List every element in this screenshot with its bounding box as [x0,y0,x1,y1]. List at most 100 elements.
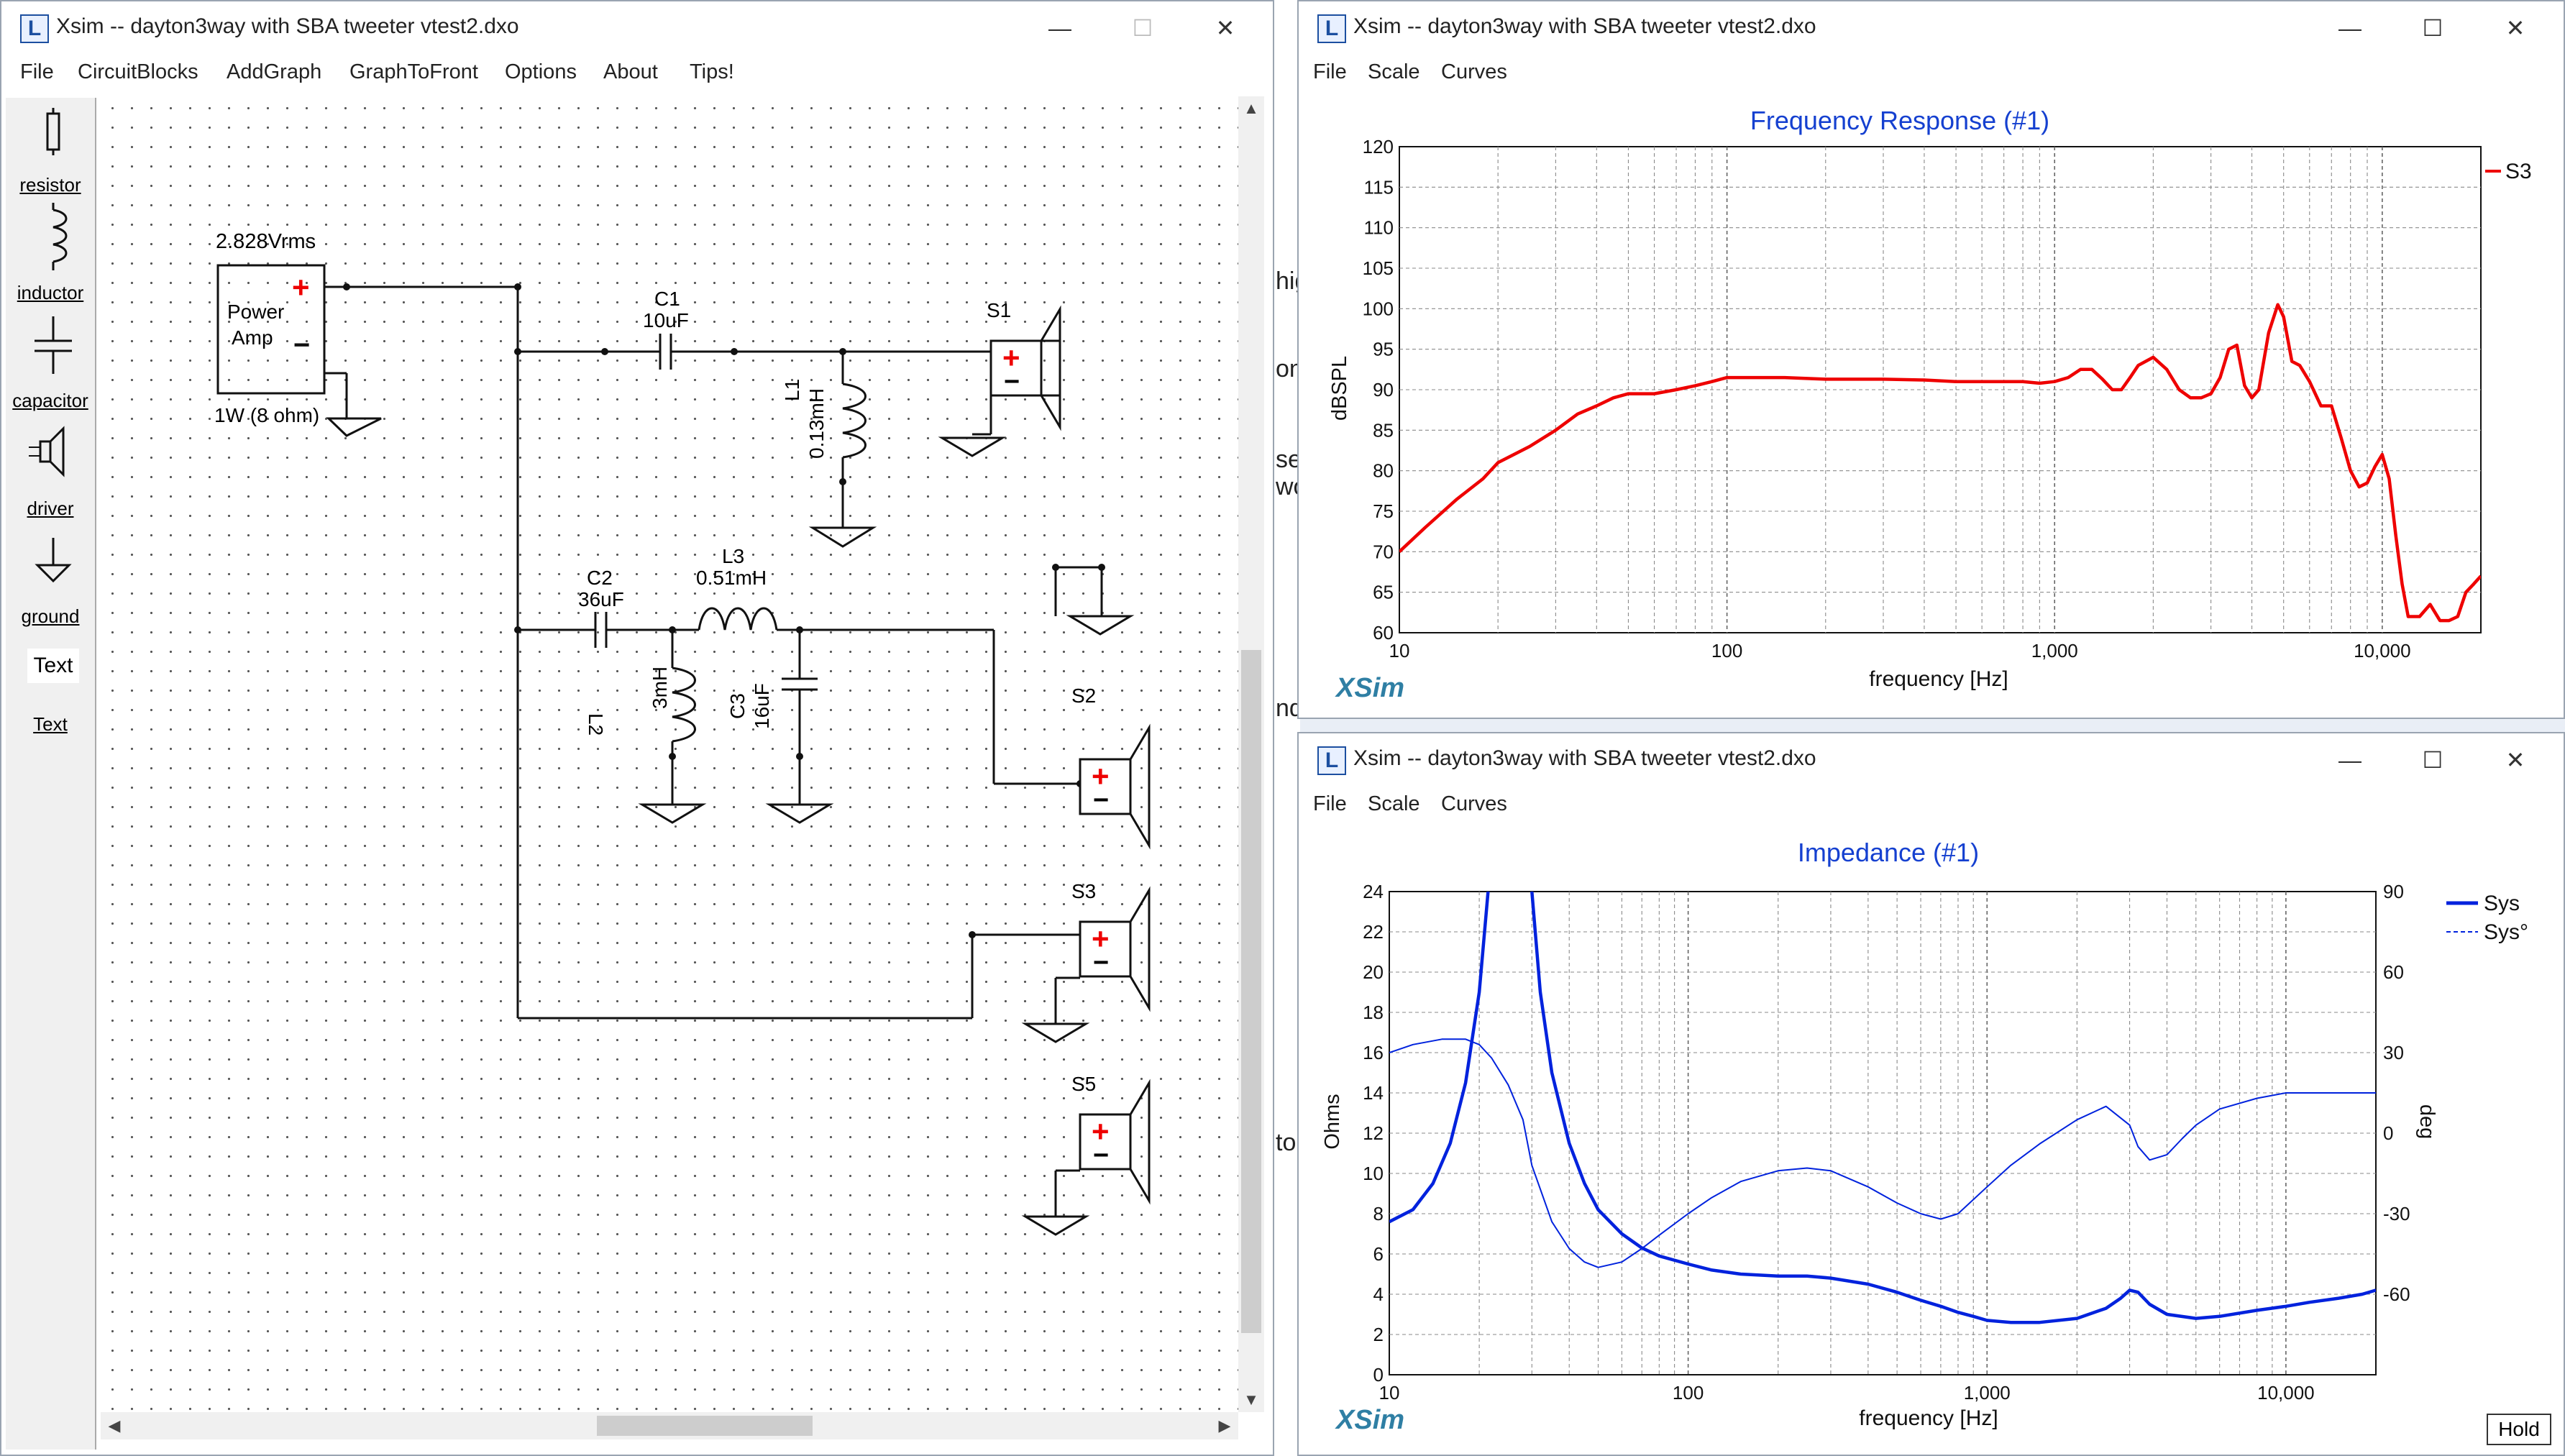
window-title: Xsim -- dayton3way with SBA tweeter vtes… [56,14,519,38]
imp-x-axis-label: frequency [Hz] [1859,1406,1998,1430]
fr-x-tick-label: 10 [1389,640,1410,661]
menu-graphtofront[interactable]: GraphToFront [349,60,478,83]
fr-legend: S3 [2485,160,2532,183]
amp-plus-sign: + [292,270,310,304]
imp-series-line-sys [1389,892,2376,1324]
fr-maximize-button[interactable]: ☐ [2422,15,2443,41]
imp-y-tick-label: 20 [1363,961,1384,983]
s1-plus-sign: + [1002,341,1020,375]
l3-value-label: 0.51mH [696,567,767,589]
imp-menu-curves[interactable]: Curves [1441,792,1507,815]
menu-tips[interactable]: Tips! [690,60,734,83]
menu-options[interactable]: Options [505,60,577,83]
amp-voltage-label: 2.828Vrms [216,230,316,253]
fr-y-tick-label: 75 [1373,500,1394,522]
scroll-down-arrow[interactable]: ▼ [1243,1391,1259,1409]
menu-circuitblocks[interactable]: CircuitBlocks [78,60,198,83]
imp-window-title: Xsim -- dayton3way with SBA tweeter vtes… [1353,746,1816,770]
behind-text-1: hig [1276,267,1300,295]
amp-label-amp: Amp [232,326,273,349]
schematic-canvas[interactable]: 2.828Vrms Power Amp + − 1W (8 ohm) C1 10… [101,96,1238,1412]
imp-titlebar[interactable]: L Xsim -- dayton3way with SBA tweeter vt… [1299,733,2564,787]
palette-label-text[interactable]: Text [33,713,68,735]
imp-y-tick-label: 6 [1373,1243,1384,1265]
ground-icon[interactable] [35,538,72,583]
fr-minimize-button[interactable]: — [2338,15,2361,41]
imp-maximize-button[interactable]: ☐ [2422,747,2443,773]
scroll-right-arrow[interactable]: ▶ [1218,1416,1231,1434]
main-window: L Xsim -- dayton3way with SBA tweeter vt… [0,0,1274,1456]
driver-s5 [1079,1079,1151,1205]
imp-y2-tick-label: 60 [2383,961,2404,983]
driver-icon[interactable] [29,426,65,477]
l1-name-label: L1 [781,378,803,401]
maximize-button[interactable]: ☐ [1132,15,1153,41]
fr-app-icon[interactable]: L [1317,14,1346,43]
driver-s3 [1079,886,1151,1012]
power-amp-box [216,264,326,395]
l2-value-label: 3mH [649,666,671,709]
fr-close-button[interactable]: ✕ [2505,15,2525,41]
horizontal-scroll-thumb[interactable] [597,1416,813,1436]
inductor-icon[interactable] [52,203,68,270]
capacitor-icon[interactable] [35,316,72,374]
text-icon[interactable]: Text [27,649,79,683]
fr-y-tick-label: 85 [1373,419,1394,441]
imp-menu-file[interactable]: File [1313,792,1347,815]
palette-label-capacitor[interactable]: capacitor [12,390,88,411]
hold-button[interactable]: Hold [2487,1414,2551,1445]
behind-text-5: nd [1276,695,1300,722]
menu-about[interactable]: About [603,60,658,83]
palette-label-ground[interactable]: ground [21,605,80,627]
fr-y-axis-label: dBSPL [1328,356,1351,421]
palette-label-resistor[interactable]: resistor [19,174,81,196]
imp-y2-tick-label: -30 [2383,1203,2410,1224]
scroll-left-arrow[interactable]: ◀ [108,1416,121,1434]
vertical-scrollbar[interactable]: ▲ ▼ [1238,96,1264,1412]
behind-text-3: se [1276,446,1300,473]
fr-menu-scale[interactable]: Scale [1368,60,1420,83]
imp-y-tick-label: 0 [1373,1364,1384,1386]
palette-label-driver[interactable]: driver [27,498,74,519]
imp-y-tick-label: 18 [1363,1002,1384,1023]
imp-menu-scale[interactable]: Scale [1368,792,1420,815]
imp-close-button[interactable]: ✕ [2505,747,2525,773]
resistor-icon[interactable] [46,108,60,155]
fr-titlebar[interactable]: L Xsim -- dayton3way with SBA tweeter vt… [1299,1,2564,55]
imp-app-icon[interactable]: L [1317,746,1346,775]
menu-addgraph[interactable]: AddGraph [227,60,322,83]
menu-file[interactable]: File [20,60,54,83]
imp-menubar: File Scale Curves [1299,788,2564,825]
imp-chart: Impedance (#1) Ohms deg frequency [Hz] S… [1321,838,2528,1430]
l3-name-label: L3 [722,545,745,567]
s2-label: S2 [1071,684,1097,707]
behind-text-2: on [1276,355,1300,383]
fr-menu-curves[interactable]: Curves [1441,60,1507,83]
imp-y2-tick-label: 30 [2383,1042,2404,1063]
imp-minimize-button[interactable]: — [2338,747,2361,773]
l1-value-label: 0.13mH [805,388,828,459]
s2-minus-sign: − [1093,785,1110,815]
c3-name-label: C3 [726,693,749,719]
imp-xsim-logo: XSim [1336,1405,1405,1435]
vertical-scroll-thumb[interactable] [1241,650,1261,1333]
scroll-up-arrow[interactable]: ▲ [1243,99,1259,117]
s2-plus-sign: + [1092,759,1110,793]
main-titlebar[interactable]: L Xsim -- dayton3way with SBA tweeter vt… [1,1,1273,55]
imp-y-tick-label: 24 [1363,881,1384,902]
minimize-button[interactable]: — [1048,15,1071,41]
c1-name-label: C1 [654,288,680,310]
amp-power-label: 1W (8 ohm) [214,404,320,426]
c2-name-label: C2 [587,567,613,589]
imp-legend-sys-deg: Sys° [2484,920,2528,944]
horizontal-scrollbar[interactable]: ◀ ▶ [101,1412,1238,1439]
imp-y-axis-label: Ohms [1321,1094,1344,1149]
fr-y-tick-label: 95 [1373,339,1394,360]
app-icon[interactable]: L [20,14,49,43]
imp-series-line-phase [1389,1038,2376,1268]
close-button[interactable]: ✕ [1215,15,1235,41]
c1-value-label: 10uF [643,309,689,331]
palette-label-inductor[interactable]: inductor [17,282,84,303]
fr-series-line-s3 [1399,303,2481,623]
fr-menu-file[interactable]: File [1313,60,1347,83]
